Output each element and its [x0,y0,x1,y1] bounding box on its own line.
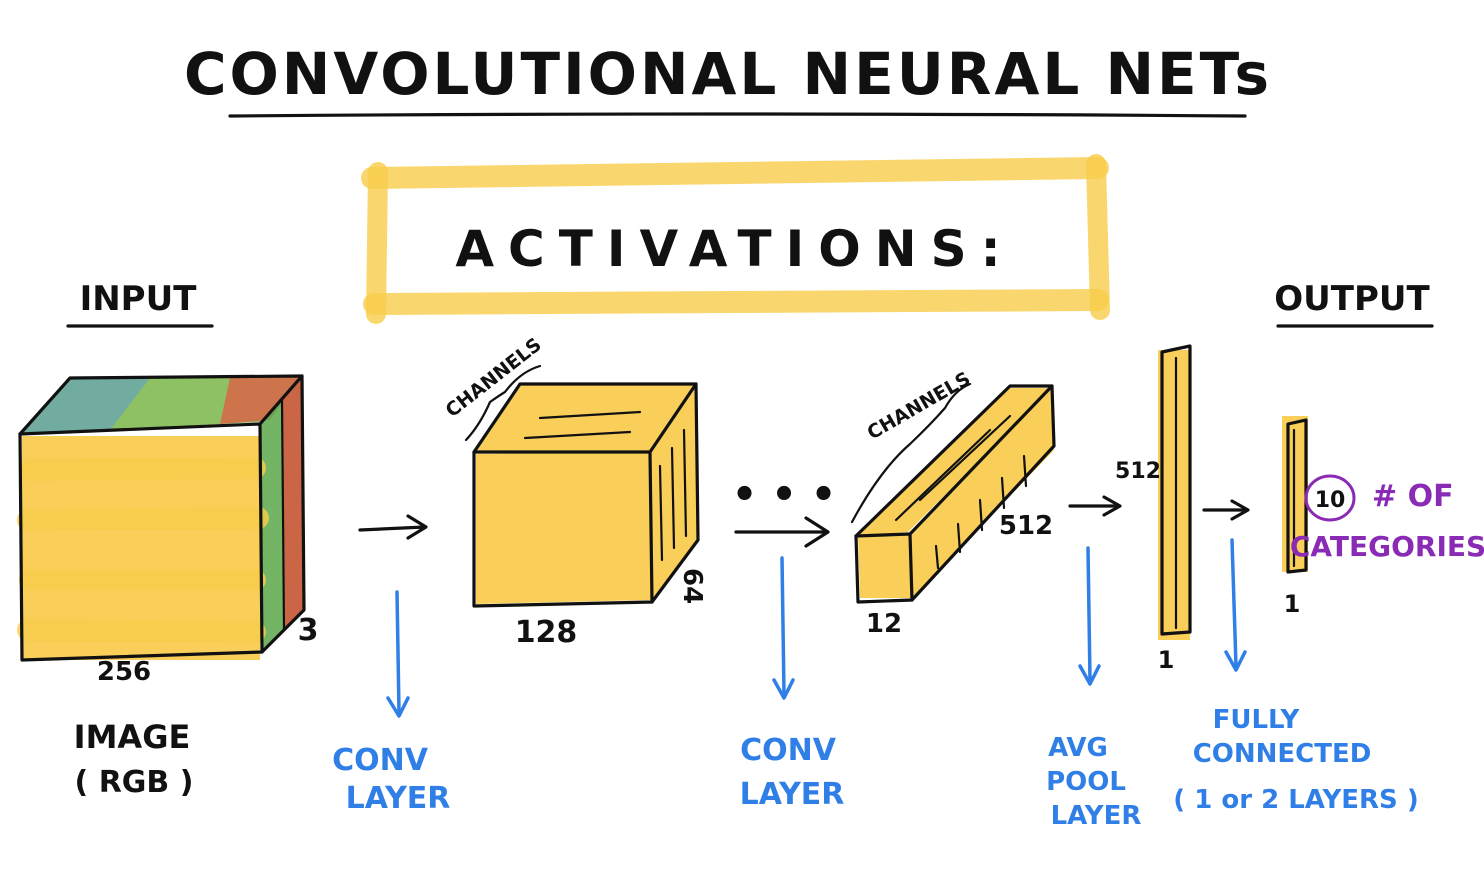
conv-layer-2-pointer [772,556,795,700]
pooled-width-label: 1 [1158,646,1175,674]
category-count-text-2: CATEGORIES [1290,530,1484,563]
category-count-text: # OF [1372,479,1454,514]
output-heading: OUTPUT [1274,279,1430,319]
avg-pool-pointer [1078,546,1101,686]
avg-pool-label-line3: LAYER [1051,801,1142,831]
input-width-label: 256 [97,657,151,687]
arrow-pool-to-output [1202,499,1250,521]
input-caption-line1: IMAGE [74,718,191,756]
category-count-badge: 10 [1304,474,1356,522]
category-count-value: 10 [1315,488,1346,513]
fc-label-line2: CONNECTED [1193,739,1372,769]
arrow-input-to-conv [358,514,428,540]
pooled-height-label: 512 [1115,459,1161,484]
title-underline [228,112,1247,118]
layer2-depth-label: 512 [999,511,1053,541]
arrow-layer1-to-layer2 [734,516,830,548]
conv-layer-1-label-line1: CONV [332,743,429,778]
arrow-layer2-to-pool [1068,495,1122,517]
input-caption-line2: ( RGB ) [75,765,194,800]
diagram-title: CONVOLUTIONAL NEURAL NETs [184,40,1272,108]
output-width-label: 1 [1284,590,1301,618]
conv-layer-2-label-line2: LAYER [740,777,845,812]
pooled-vector [1158,344,1192,640]
input-heading: INPUT [80,279,198,319]
output-vector [1282,416,1308,574]
input-image-cube [17,374,306,662]
avg-pool-label-line2: POOL [1046,767,1126,797]
fc-label-line1: FULLY [1213,705,1301,735]
more-layers-ellipsis: • • • [732,472,837,518]
layer2-width-label: 12 [866,609,902,639]
layer1-depth-label: 64 [677,568,707,604]
fc-label-line3: ( 1 or 2 LAYERS ) [1173,785,1418,815]
conv-activation-cube-1 [472,382,700,608]
conv-layer-2-label-line1: CONV [740,733,837,768]
avg-pool-label-line1: AVG [1048,733,1108,763]
layer2-channels-label: CHANNELS [864,368,975,445]
layer2-channels-brace [850,382,972,524]
conv-activation-prism-2 [854,384,1056,604]
layer1-width-label: 128 [515,615,578,650]
layer1-channels-brace [464,364,542,442]
input-depth-label: 3 [298,613,319,648]
fully-connected-pointer [1224,538,1247,672]
activations-highlight-box [361,154,1110,324]
conv-layer-1-label-line2: LAYER [346,781,451,816]
activations-label: ACTIVATIONS: [455,220,1014,278]
conv-layer-1-pointer [386,590,410,718]
